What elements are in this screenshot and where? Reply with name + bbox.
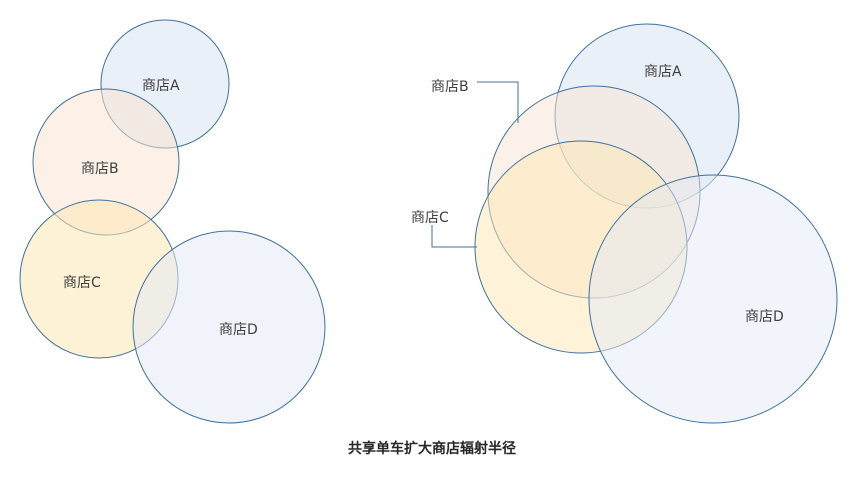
after-circle-d bbox=[588, 174, 838, 424]
before-label-d: 商店D bbox=[219, 322, 258, 338]
after-label-d: 商店D bbox=[745, 309, 784, 325]
before-label-b: 商店B bbox=[81, 161, 119, 177]
diagram-caption: 共享单车扩大商店辐射半径 bbox=[348, 441, 516, 457]
before-circle-d bbox=[132, 230, 326, 424]
after-label-a: 商店A bbox=[644, 64, 682, 80]
before-label-a: 商店A bbox=[142, 78, 180, 94]
after-leader-c bbox=[431, 225, 477, 248]
before-label-c: 商店C bbox=[63, 275, 101, 291]
after-label-b: 商店B bbox=[431, 79, 469, 95]
after-leader-b bbox=[477, 81, 519, 123]
after-group: 商店A 商店B 商店C 商店D bbox=[411, 23, 838, 424]
after-label-c: 商店C bbox=[411, 210, 449, 226]
before-group: 商店A 商店B 商店C 商店D bbox=[19, 19, 326, 424]
